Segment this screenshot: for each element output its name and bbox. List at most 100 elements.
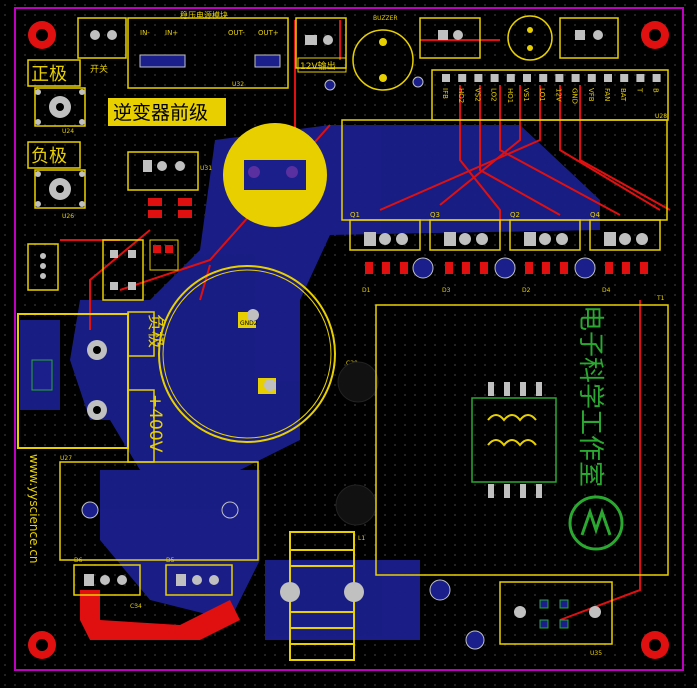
module-u35 xyxy=(499,581,613,645)
header-pin xyxy=(604,74,612,82)
label-out-plus: OUT+ xyxy=(258,29,279,37)
label-negative: 负极 xyxy=(31,146,67,167)
header-pin-label: T xyxy=(635,87,643,93)
gate-components xyxy=(365,262,648,274)
reg-u31 xyxy=(127,151,199,191)
label-neg-right: 负极 xyxy=(145,314,165,348)
header-pin xyxy=(506,74,515,82)
label-brand: 电子科学工作室 xyxy=(575,305,605,487)
label-u28: U28 xyxy=(655,113,667,120)
brand-logo-icon xyxy=(568,495,624,551)
label-in-plus: IN+ xyxy=(165,29,178,37)
label-positive: 正极 xyxy=(31,64,67,85)
label-buzzer: BUZZER xyxy=(373,15,398,22)
ic-u33 xyxy=(102,239,144,301)
label-website: www.yyscience.cn xyxy=(27,454,41,564)
header-pin xyxy=(555,74,564,82)
label-d1: D1 xyxy=(362,287,371,294)
label-q2: Q2 xyxy=(510,211,520,219)
vias xyxy=(324,76,485,650)
switch-negative xyxy=(34,169,86,209)
header-pin xyxy=(539,74,548,82)
label-t1: T1 xyxy=(656,295,665,302)
label-u26: U26 xyxy=(62,213,74,220)
label-inverter-box xyxy=(108,98,226,126)
red-copper-pour xyxy=(80,590,240,640)
header-pin-label: GND xyxy=(571,88,579,104)
label-u31: U31 xyxy=(200,165,212,172)
label-12v-out: 12V输出 xyxy=(300,60,336,72)
header-pin-label: VS2 xyxy=(473,88,481,102)
via-large xyxy=(574,257,596,279)
label-reg-module: 稳压电源模块 xyxy=(180,10,228,20)
via-large xyxy=(412,257,434,279)
header-pin-label: VFB xyxy=(587,88,595,102)
label-q3: Q3 xyxy=(430,211,440,219)
header-pin xyxy=(571,74,580,82)
top-connectors xyxy=(77,17,619,89)
label-d6: D6 xyxy=(74,557,83,564)
cap-ring xyxy=(158,265,336,443)
label-switch: 开关 xyxy=(90,63,108,75)
header-pin-label: BAT xyxy=(619,88,627,102)
label-q4: Q4 xyxy=(590,211,601,219)
header-pin-label: FAN xyxy=(603,88,611,101)
label-l1: L1 xyxy=(358,535,365,542)
buzzer xyxy=(352,29,414,91)
header-pin xyxy=(636,74,645,82)
relay-block xyxy=(59,461,259,561)
via-large xyxy=(494,257,516,279)
label-out-minus: OUT- xyxy=(228,29,245,37)
label-u24: U24 xyxy=(62,128,74,135)
ground-pour xyxy=(20,125,600,640)
label-12v-box xyxy=(297,57,347,73)
transformer-core xyxy=(471,397,557,483)
header-pin xyxy=(474,74,483,82)
header-pins xyxy=(442,74,661,82)
via-black xyxy=(337,361,379,403)
header-pin-label: B xyxy=(652,88,660,93)
label-negative-box xyxy=(27,141,81,169)
label-u32: U32 xyxy=(232,81,244,88)
label-in-minus: IN- xyxy=(140,29,150,37)
egs-header xyxy=(431,69,669,121)
board-outline xyxy=(14,7,684,671)
cap-small xyxy=(507,15,553,61)
header-pin xyxy=(442,74,450,82)
label-u27: U27 xyxy=(60,455,72,462)
header-pin-label: LO2 xyxy=(490,88,498,102)
header-pin xyxy=(523,74,531,82)
transistor-pads xyxy=(364,232,648,246)
header-pin-label: VS1 xyxy=(522,88,530,102)
transformer-t1 xyxy=(375,304,669,576)
winding-icon xyxy=(487,414,537,422)
label-positive-box xyxy=(27,59,81,87)
label-c34: C34 xyxy=(130,603,142,610)
output-block xyxy=(17,313,129,449)
via-black xyxy=(335,484,377,526)
header-pin-label: HO1 xyxy=(506,88,514,103)
header-pin-label: LO1 xyxy=(538,88,546,102)
header-pin xyxy=(620,74,629,82)
header-pin xyxy=(587,74,596,82)
label-inverter-front: 逆变器前级 xyxy=(113,102,208,124)
switch-positive xyxy=(34,87,86,127)
label-d2: D2 xyxy=(522,287,531,294)
header-pin xyxy=(458,74,467,82)
label-d3: D3 xyxy=(442,287,451,294)
label-400v: +400V xyxy=(145,394,165,453)
header-pin xyxy=(652,74,661,82)
mounting-holes xyxy=(28,21,669,659)
label-gnd2: GND2 xyxy=(240,320,258,327)
header-pin-label: 12V xyxy=(554,88,562,102)
header-pin-label: IFB xyxy=(441,88,449,99)
label-q1: Q1 xyxy=(350,211,360,219)
label-u35: U35 xyxy=(590,650,602,657)
header-pin xyxy=(490,74,499,82)
header-pin-label: HO2 xyxy=(457,88,465,103)
label-d5: D5 xyxy=(166,557,175,564)
winding-icon xyxy=(487,439,537,447)
header-pin-labels: IFB HO2 VS2 LO2 HO1 VS1 LO1 12V GND VFB FAN BAT T B xyxy=(441,87,660,104)
label-neg-right-box xyxy=(127,311,155,357)
